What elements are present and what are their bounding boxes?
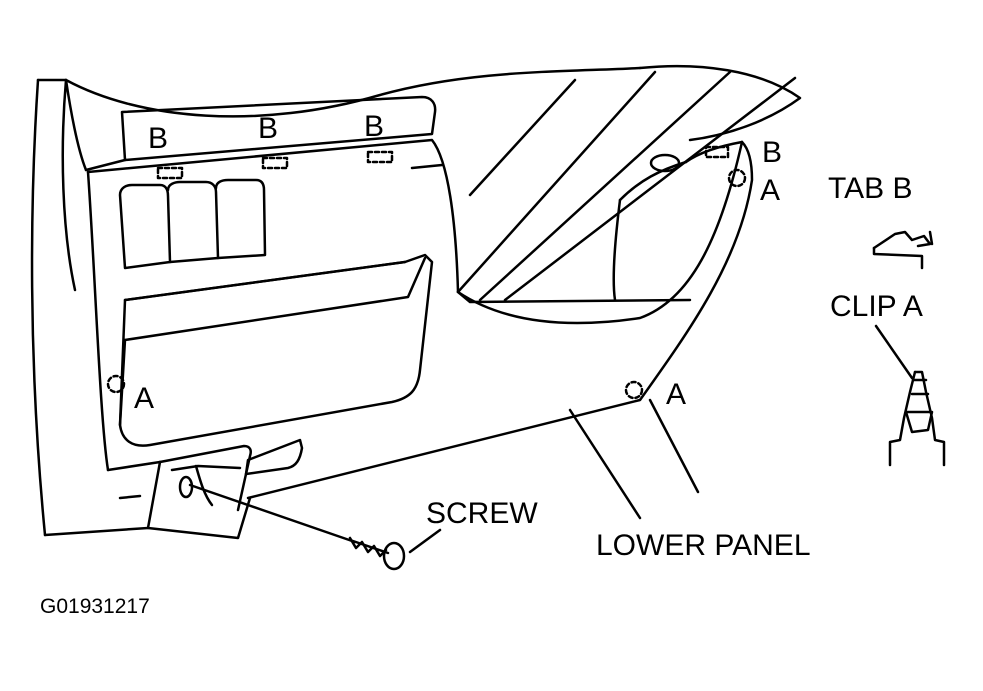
clip-label-b-left: B <box>148 122 169 155</box>
clip-a-title: CLIP A <box>830 290 923 323</box>
clip-label-a-top-right: A <box>760 174 781 207</box>
fascia-diagonal-lines <box>456 70 797 302</box>
figure-id: G01931217 <box>40 595 150 618</box>
clip-label-b-side: B <box>762 136 783 169</box>
clip-label-a-left: A <box>134 382 155 415</box>
storage-pocket <box>118 253 434 447</box>
clip-label-b-middle: B <box>258 112 279 145</box>
clip-label-b-right: B <box>364 110 385 143</box>
screw-icon <box>188 483 406 571</box>
screw-label: SCREW <box>426 497 538 530</box>
mounting-hole <box>649 153 681 173</box>
tab-b-detail-icon <box>872 230 934 270</box>
clip-marks-a <box>106 168 747 400</box>
clip-label-a-bottom-right: A <box>666 378 687 411</box>
dash-left-edge <box>30 78 150 537</box>
clip-marks-b <box>156 145 730 180</box>
screw-recess <box>118 438 304 540</box>
switch-strip <box>84 95 437 172</box>
leader-lines <box>408 398 700 554</box>
lower-panel-outline <box>86 138 754 500</box>
dash-upper-surface <box>64 64 802 172</box>
lower-panel-label: LOWER PANEL <box>596 529 811 562</box>
switch-blanks <box>118 178 267 270</box>
tab-b-title: TAB B <box>828 172 913 205</box>
clip-a-detail-icon <box>874 324 946 467</box>
